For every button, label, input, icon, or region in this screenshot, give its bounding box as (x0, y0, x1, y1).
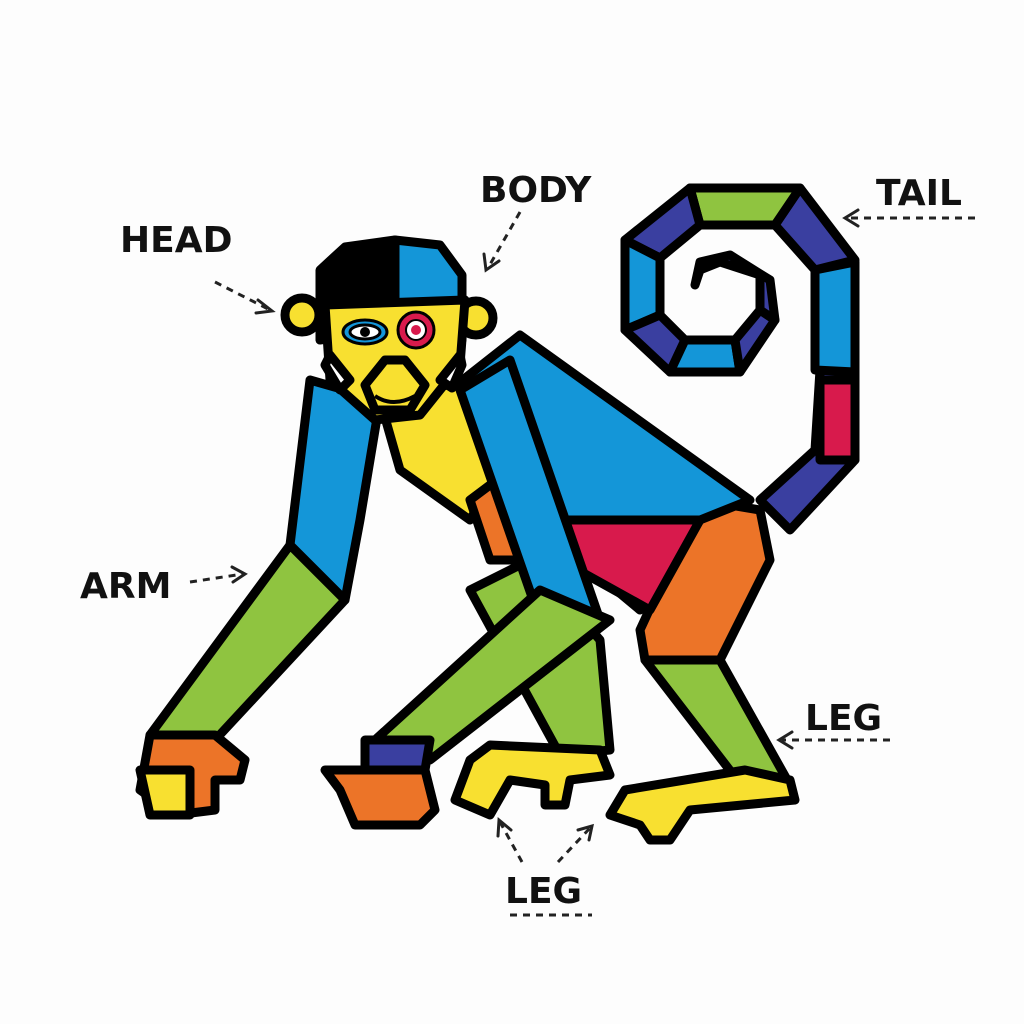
leg-bottom-arrow-right (556, 826, 592, 864)
back-leg (450, 495, 800, 845)
leg-right-arrowhead-icon (776, 730, 794, 750)
label-head: HEAD (120, 220, 232, 261)
tail (620, 183, 860, 535)
body-arrow (486, 211, 522, 269)
label-leg-right: LEG (805, 698, 882, 739)
head-arrowhead-icon (254, 298, 276, 315)
head (280, 235, 498, 425)
tail-arrowhead-icon (842, 208, 860, 228)
leg-bottom-arrowhead-left-icon (496, 816, 513, 838)
right-arm (320, 355, 615, 830)
arm-arrow (189, 572, 244, 584)
leg-bottom-arrowhead-right-icon (576, 823, 594, 842)
left-arm (135, 375, 385, 820)
leg-bottom-arrow-left (498, 821, 524, 863)
arm-arrowhead-icon (230, 565, 248, 584)
label-arm: ARM (80, 566, 171, 607)
label-body: BODY (480, 170, 592, 211)
head-arrow (214, 280, 271, 312)
label-leg-bottom: LEG (505, 871, 582, 912)
label-tail: TAIL (876, 173, 962, 214)
body-arrowhead-icon (482, 252, 501, 273)
